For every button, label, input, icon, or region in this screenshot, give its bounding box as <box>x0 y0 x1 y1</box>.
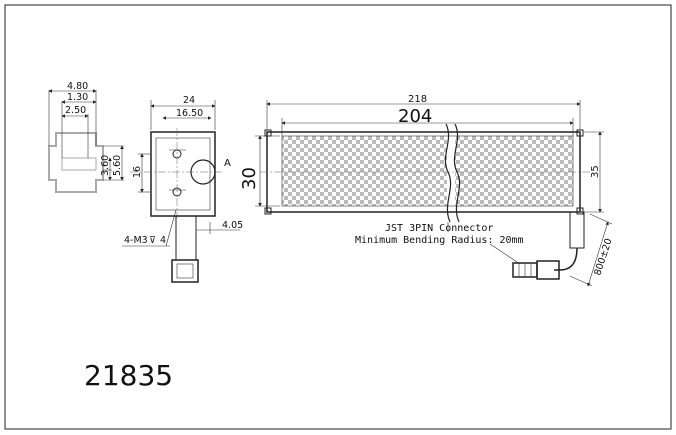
dim-screw-depth: 4 <box>160 235 166 246</box>
dim-4-05: 4.05 <box>222 220 243 231</box>
dim-16-50: 16.50 <box>176 108 203 119</box>
dim-16: 16 <box>132 166 143 178</box>
dim-5-60: 5.60 <box>112 155 123 176</box>
dim-2-50: 2.50 <box>65 105 86 116</box>
middle-view: A 24 16.50 16 4.05 4-M3 ⊽ 4 <box>122 95 243 283</box>
label-a: A <box>224 158 231 169</box>
left-view: 4.80 1.30 2.50 3.60 5.60 <box>48 81 124 193</box>
drawing-border <box>4 4 672 430</box>
dim-4-80: 4.80 <box>67 81 88 92</box>
dim-35: 35 <box>590 165 601 178</box>
dim-218: 218 <box>408 94 427 105</box>
dim-30: 30 <box>239 167 260 190</box>
note-bending: Minimum Bending Radius: 20mm <box>355 235 524 246</box>
dim-24: 24 <box>183 95 195 106</box>
dim-204: 204 <box>398 106 432 127</box>
dim-3-60: 3.60 <box>100 155 111 176</box>
dim-1-30: 1.30 <box>67 92 88 103</box>
mesh-right <box>455 136 573 206</box>
note-connector: JST 3PIN Connector <box>385 223 493 234</box>
mesh-left <box>282 136 447 206</box>
dim-screw: 4-M3 <box>124 235 148 246</box>
part-number: 21835 <box>84 359 173 392</box>
main-view: 218 204 35 30 800±20 <box>239 94 615 287</box>
dim-800: 800±20 <box>592 237 614 277</box>
dim-screw-depth-symbol: ⊽ <box>149 235 156 246</box>
